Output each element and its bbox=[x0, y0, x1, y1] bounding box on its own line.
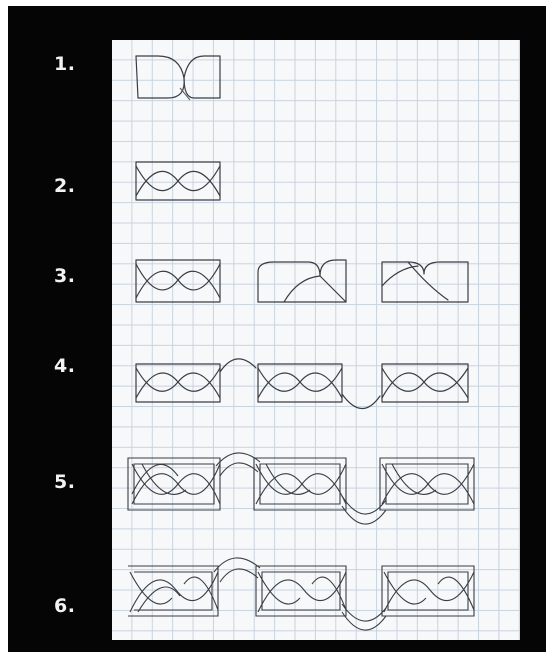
drawing-frame: 1. 2. 3. 4. 5. 6. bbox=[8, 6, 546, 652]
step-5-drawing bbox=[128, 453, 474, 524]
step-4-drawing bbox=[136, 359, 468, 409]
step-3-drawing bbox=[136, 260, 468, 302]
step-6-drawing bbox=[128, 558, 474, 630]
knotwork-sketch bbox=[8, 6, 546, 652]
step-2-drawing bbox=[136, 162, 220, 200]
step-1-drawing bbox=[136, 56, 220, 100]
